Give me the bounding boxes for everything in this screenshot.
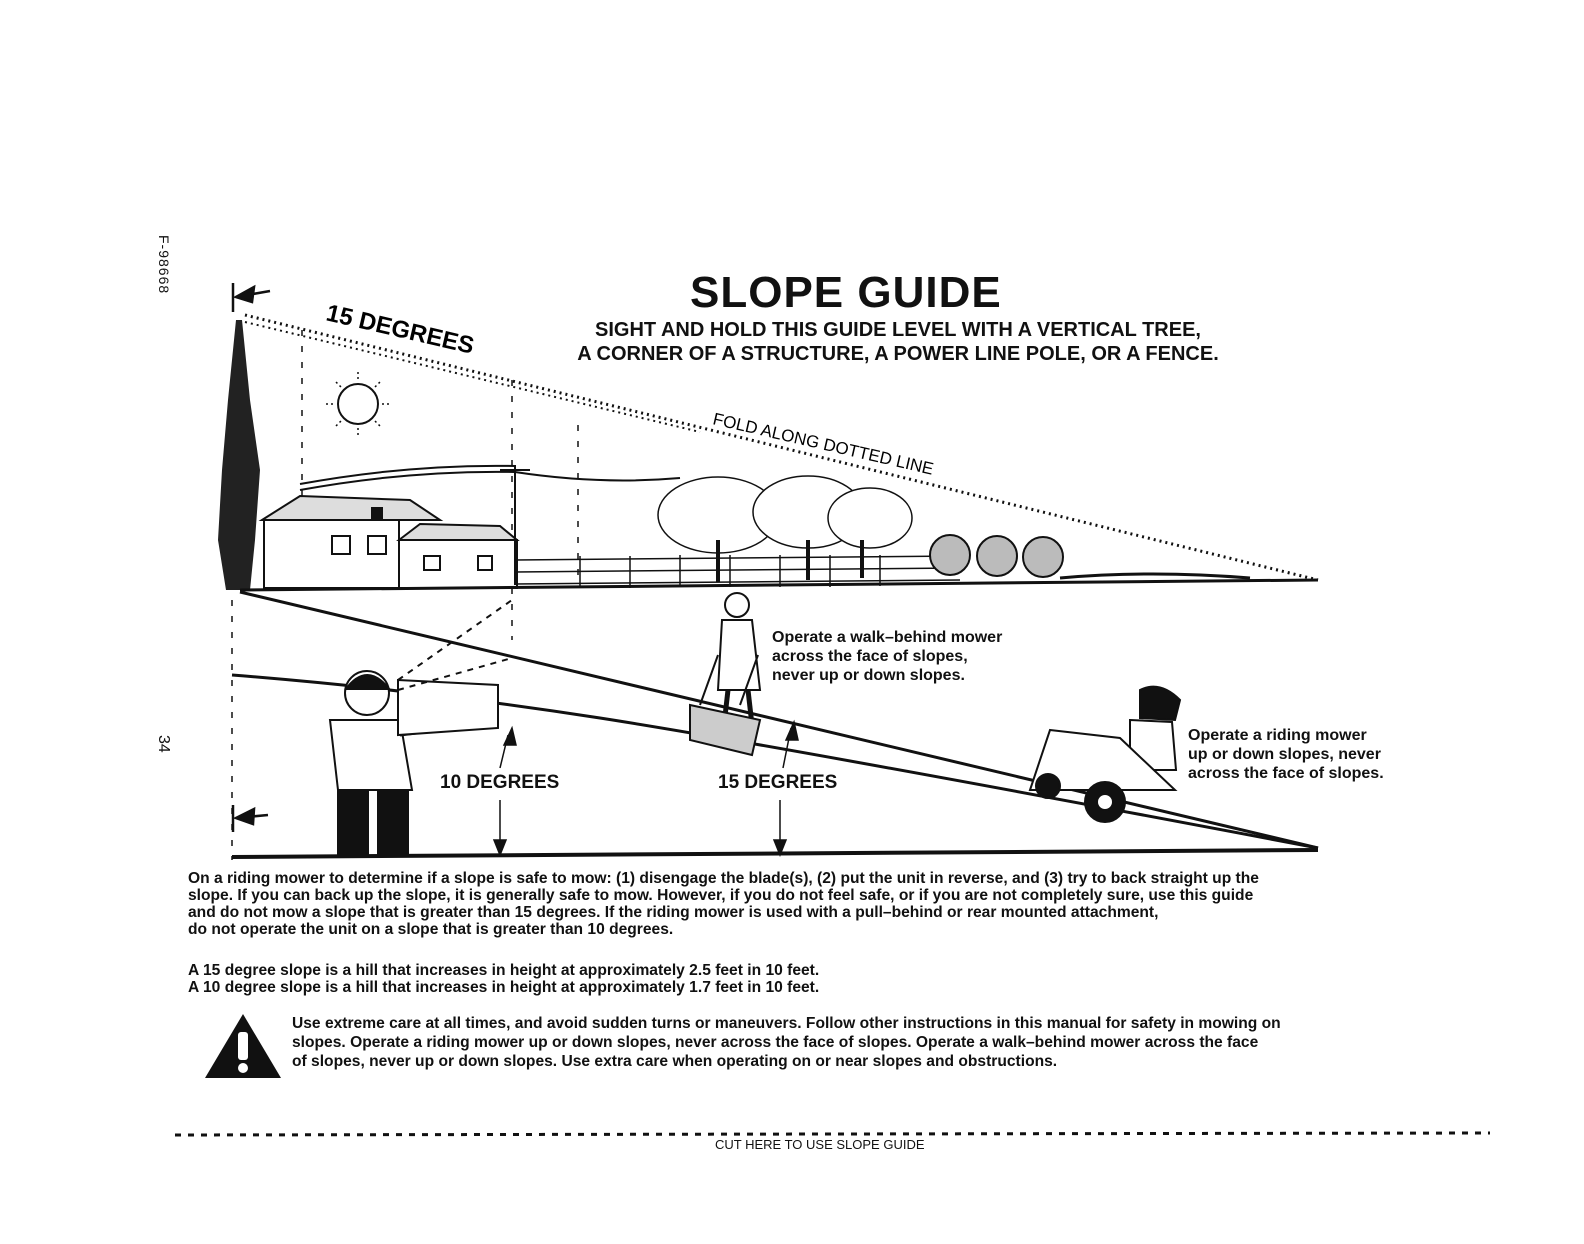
label-15-degrees: 15 DEGREES bbox=[718, 772, 838, 793]
instruction-line: slope. If you can back up the slope, it … bbox=[188, 887, 1254, 904]
trees-icon bbox=[657, 475, 913, 582]
slope-facts: A 15 degree slope is a hill that increas… bbox=[188, 962, 1498, 996]
instruction-line: and do not mow a slope that is greater t… bbox=[188, 904, 1159, 921]
bushes-icon bbox=[929, 534, 1064, 578]
note-line: never up or down slopes. bbox=[772, 667, 965, 684]
walk-behind-mower-icon bbox=[689, 592, 762, 757]
label-10-degrees: 10 DEGREES bbox=[440, 772, 560, 793]
instruction-line: On a riding mower to determine if a slop… bbox=[188, 870, 1259, 887]
instruction-line: do not operate the unit on a slope that … bbox=[188, 921, 674, 938]
note-line: Operate a riding mower bbox=[1188, 727, 1367, 744]
arrow-left-icon bbox=[231, 283, 271, 312]
subtitle: SIGHT AND HOLD THIS GUIDE LEVEL WITH A V… bbox=[518, 318, 1278, 366]
cut-line bbox=[174, 1131, 1491, 1137]
warning-line: of slopes, never up or down slopes. Use … bbox=[292, 1053, 1058, 1070]
tree-icon bbox=[218, 320, 260, 590]
riding-mower-icon bbox=[1028, 685, 1182, 823]
angle-label-top: 15 DEGREES bbox=[324, 300, 477, 360]
house-icon bbox=[258, 494, 520, 589]
note-line: Operate a walk–behind mower bbox=[772, 629, 1003, 646]
slope-fact: A 15 degree slope is a hill that increas… bbox=[188, 962, 820, 979]
walk-behind-note: Operate a walk–behind mower across the f… bbox=[772, 628, 1002, 685]
warning-triangle-icon bbox=[205, 1014, 281, 1078]
slope-upper bbox=[239, 590, 1319, 850]
subtitle-line: SIGHT AND HOLD THIS GUIDE LEVEL WITH A V… bbox=[595, 319, 1201, 341]
cut-label: CUT HERE TO USE SLOPE GUIDE bbox=[715, 1137, 925, 1152]
fold-label: FOLD ALONG DOTTED LINE bbox=[711, 409, 935, 478]
note-line: across the face of slopes. bbox=[1188, 765, 1384, 782]
note-line: across the face of slopes, bbox=[772, 648, 968, 665]
angle-markers bbox=[492, 719, 799, 858]
subtitle-line: A CORNER OF A STRUCTURE, A POWER LINE PO… bbox=[577, 343, 1219, 365]
fence-icon bbox=[514, 555, 961, 588]
sun-icon bbox=[326, 372, 390, 436]
arrow-left-icon bbox=[231, 805, 269, 832]
warning-line: Use extreme care at all times, and avoid… bbox=[292, 1015, 1281, 1032]
ground-base bbox=[231, 848, 1319, 859]
page-title: SLOPE GUIDE bbox=[690, 268, 1002, 317]
fold-dotted-line bbox=[244, 313, 1319, 582]
riding-note: Operate a riding mower up or down slopes… bbox=[1188, 726, 1384, 783]
slope-fact: A 10 degree slope is a hill that increas… bbox=[188, 979, 820, 996]
fold-dotted-line-inner bbox=[244, 321, 701, 433]
warning-text: Use extreme care at all times, and avoid… bbox=[292, 1014, 1502, 1071]
horizon-line bbox=[239, 578, 1319, 592]
person-sighting-icon bbox=[328, 599, 513, 856]
warning-line: slopes. Operate a riding mower up or dow… bbox=[292, 1034, 1259, 1051]
instructions: On a riding mower to determine if a slop… bbox=[188, 870, 1498, 938]
power-pole-icon bbox=[299, 464, 681, 585]
note-line: up or down slopes, never bbox=[1188, 746, 1381, 763]
